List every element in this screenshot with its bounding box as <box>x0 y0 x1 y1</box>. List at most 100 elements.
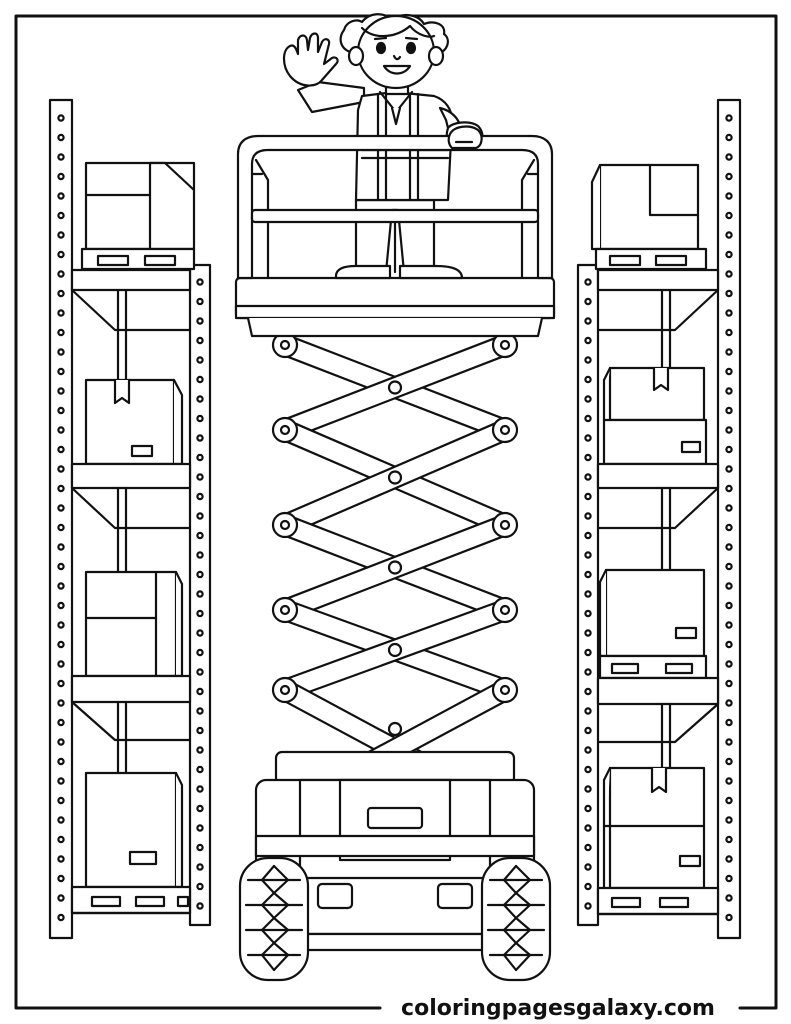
left-shelf-board-1 <box>72 270 190 290</box>
post-hole <box>58 271 63 276</box>
post-hole <box>58 759 63 764</box>
post-hole <box>726 525 731 530</box>
post-hole <box>197 650 202 655</box>
post-hole <box>58 525 63 530</box>
post-hole <box>726 505 731 510</box>
post-hole <box>197 728 202 733</box>
post-hole <box>726 583 731 588</box>
post-hole <box>58 447 63 452</box>
worker-left-shoe <box>336 266 390 278</box>
right-box-3 <box>606 570 704 656</box>
post-hole <box>197 708 202 713</box>
scissor-pin <box>281 521 289 529</box>
post-hole <box>58 681 63 686</box>
post-hole <box>585 903 590 908</box>
left-shelf-back-holes <box>58 115 63 920</box>
post-hole <box>726 427 731 432</box>
post-hole <box>585 435 590 440</box>
post-hole <box>585 494 590 499</box>
post-hole <box>726 622 731 627</box>
post-hole <box>585 533 590 538</box>
post-hole <box>197 396 202 401</box>
scissor-pin <box>281 686 289 694</box>
post-hole <box>58 544 63 549</box>
post-hole <box>585 630 590 635</box>
post-hole <box>726 817 731 822</box>
post-hole <box>726 349 731 354</box>
left-box-4 <box>86 773 176 887</box>
post-hole <box>58 115 63 120</box>
lift-chassis <box>256 752 534 950</box>
post-hole <box>585 767 590 772</box>
worker-right-shoe <box>400 266 462 278</box>
lift-guard-rail <box>238 127 552 278</box>
lift-platform <box>236 278 554 336</box>
post-hole <box>585 825 590 830</box>
post-hole <box>58 330 63 335</box>
post-hole <box>726 915 731 920</box>
post-hole <box>197 513 202 518</box>
scissor-pin <box>501 426 509 434</box>
post-hole <box>726 271 731 276</box>
post-hole <box>58 486 63 491</box>
post-hole <box>197 377 202 382</box>
post-hole <box>585 689 590 694</box>
post-hole <box>585 864 590 869</box>
post-hole <box>197 845 202 850</box>
scissor-pin <box>281 606 289 614</box>
post-hole <box>726 739 731 744</box>
post-hole <box>726 681 731 686</box>
post-hole <box>585 611 590 616</box>
post-hole <box>58 915 63 920</box>
worker-mouth <box>384 66 410 74</box>
post-hole <box>197 357 202 362</box>
post-hole <box>197 689 202 694</box>
post-hole <box>585 455 590 460</box>
scissor-center-pivot <box>389 562 401 574</box>
watermark-text[interactable]: coloringpagesgalaxy.com <box>401 996 715 1021</box>
right-shelf-back-post <box>718 100 740 938</box>
post-hole <box>197 591 202 596</box>
post-hole <box>585 708 590 713</box>
post-hole <box>58 778 63 783</box>
post-hole <box>726 778 731 783</box>
post-hole <box>585 299 590 304</box>
post-hole <box>726 310 731 315</box>
post-hole <box>58 603 63 608</box>
post-hole <box>726 720 731 725</box>
scissor-center-pivot <box>389 723 401 735</box>
post-hole <box>197 279 202 284</box>
scissor-pin <box>501 606 509 614</box>
left-shelf-board-3 <box>72 676 190 702</box>
post-hole <box>585 357 590 362</box>
post-hole <box>58 505 63 510</box>
post-hole <box>58 583 63 588</box>
post-hole <box>58 837 63 842</box>
scissor-pin <box>281 341 289 349</box>
post-hole <box>58 349 63 354</box>
post-hole <box>726 798 731 803</box>
post-hole <box>58 388 63 393</box>
post-hole <box>726 330 731 335</box>
worker-head <box>341 14 448 88</box>
left-shelf <box>50 100 210 938</box>
scissor-pin <box>281 426 289 434</box>
post-hole <box>726 135 731 140</box>
post-hole <box>726 232 731 237</box>
post-hole <box>726 661 731 666</box>
post-hole <box>726 154 731 159</box>
post-hole <box>58 466 63 471</box>
left-shelf-board-2 <box>72 464 190 488</box>
post-hole <box>197 747 202 752</box>
post-hole <box>197 552 202 557</box>
post-hole <box>726 544 731 549</box>
worker-left-eye <box>377 43 385 53</box>
post-hole <box>197 572 202 577</box>
post-hole <box>585 884 590 889</box>
lift-base-label-slot <box>368 808 422 828</box>
post-hole <box>58 564 63 569</box>
post-hole <box>197 825 202 830</box>
left-box-3 <box>86 572 176 676</box>
left-shelf-back-post <box>50 100 72 938</box>
